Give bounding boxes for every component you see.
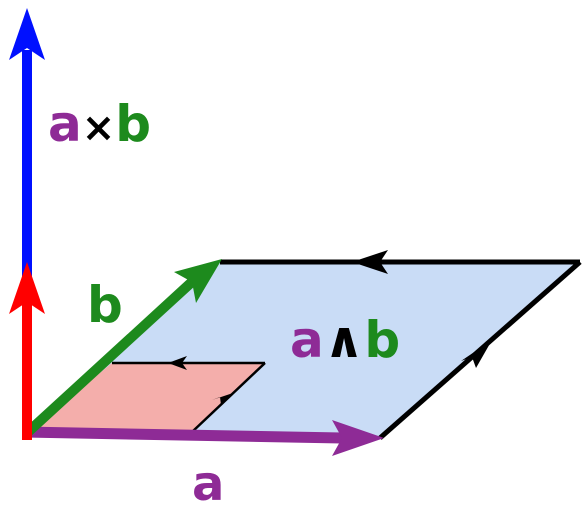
vector-b-shaft — [24, 276, 198, 436]
vector-b-arrowhead — [174, 259, 222, 303]
cross-label-b: b — [115, 95, 151, 153]
cross-product-arrowhead — [9, 8, 45, 60]
vector-a-shaft — [23, 426, 343, 444]
wedge-label-a: a — [290, 311, 324, 369]
vector-a-label: a — [192, 456, 224, 512]
cross-label-operator: × — [82, 105, 116, 151]
vector-b-label: b — [87, 276, 123, 334]
wedge-product-label: a∧b — [290, 311, 400, 369]
small-plane-right-arrowhead — [212, 393, 233, 405]
small-plane-top-arrowhead — [168, 356, 187, 370]
wedge-label-operator: ∧ — [324, 311, 365, 369]
cross-product-label: a×b — [48, 95, 151, 153]
small-vector-arrowhead — [9, 262, 45, 314]
wedge-label-b: b — [364, 311, 400, 369]
wedge-plane-top-arrowhead — [352, 250, 388, 274]
cross-label-a: a — [48, 95, 82, 153]
small-plane — [28, 363, 265, 432]
vector-a-arrowhead — [332, 420, 384, 456]
wedge-plane-right-arrowhead — [461, 340, 492, 368]
